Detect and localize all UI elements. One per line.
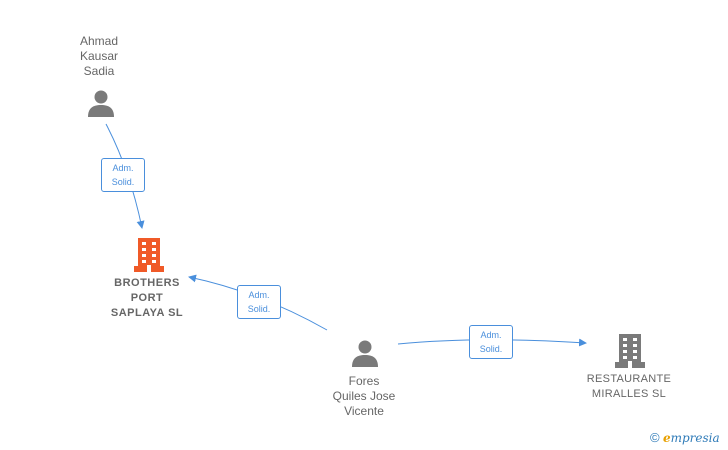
edge-label-fores-brothers[interactable]: Adm. Solid. xyxy=(237,285,281,319)
edge-label-ahmad-brothers[interactable]: Adm. Solid. xyxy=(101,158,145,192)
company-brothers-label[interactable]: BROTHERS PORT SAPLAYA SL xyxy=(110,277,184,319)
brand-name: mpresia xyxy=(670,431,720,445)
edge-label-fores-restaurante[interactable]: Adm. Solid. xyxy=(469,325,513,359)
brand-e: e xyxy=(662,431,671,445)
building-icon[interactable] xyxy=(134,236,164,272)
copyright-symbol: © xyxy=(650,430,660,445)
person-ahmad-label[interactable]: Ahmad Kausar Sadia xyxy=(79,34,119,78)
person-icon[interactable] xyxy=(350,338,380,368)
empresia-logo: © empresia xyxy=(650,430,720,445)
person-icon[interactable] xyxy=(86,88,116,118)
building-icon[interactable] xyxy=(615,332,645,368)
company-restaurante-label[interactable]: RESTAURANTE MIRALLES SL xyxy=(586,373,672,400)
person-fores-label[interactable]: Fores Quiles Jose Vicente xyxy=(332,374,396,418)
